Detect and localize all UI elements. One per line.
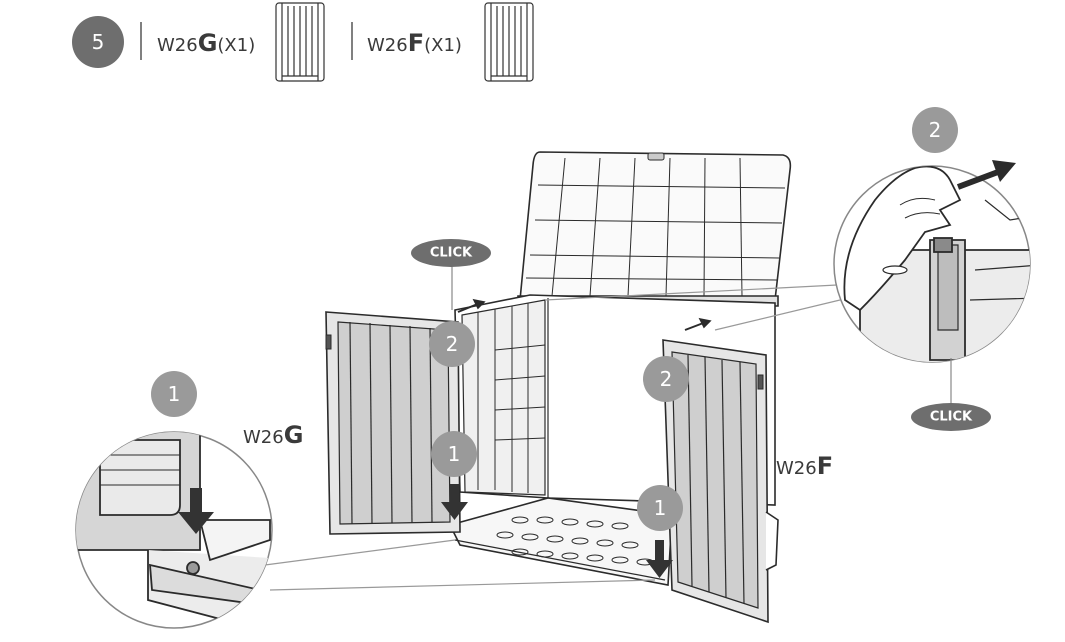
click-badge-right-label: CLICK bbox=[930, 410, 973, 425]
click-badge-left bbox=[411, 239, 491, 267]
badge-step2-zoom bbox=[912, 107, 958, 153]
badge-step1-zoom-label: 1 bbox=[168, 382, 181, 406]
step-badges: 1 2 2 1 2 1 bbox=[151, 107, 958, 531]
step-number: 5 bbox=[92, 30, 105, 54]
lid bbox=[517, 151, 792, 307]
detail-zoom-right bbox=[833, 160, 1031, 363]
step-number-badge bbox=[72, 16, 124, 68]
badge-step1-zoom bbox=[151, 371, 197, 417]
badge-step2-zoom-label: 2 bbox=[929, 118, 942, 142]
door-label-w26g: W26G bbox=[243, 421, 303, 449]
step-header: 5 W26G(X1) W26F(X1) bbox=[72, 2, 534, 82]
storage-shed-illustration bbox=[325, 151, 792, 624]
detail-zoom-left bbox=[75, 431, 273, 629]
badge-step2-left-door bbox=[429, 321, 475, 367]
badge-step1-left-door bbox=[431, 431, 477, 477]
part-g-thumbnail bbox=[275, 2, 325, 82]
door-label-w26f: W26F bbox=[776, 452, 833, 480]
zoom-connector-lines bbox=[264, 284, 841, 591]
badge-step1-right-door-label: 1 bbox=[654, 496, 667, 520]
badge-step1-left-door-label: 1 bbox=[448, 442, 461, 466]
part-g-label: W26G(X1) bbox=[157, 29, 255, 57]
part-f-thumbnail bbox=[484, 2, 534, 82]
click-badge-right bbox=[911, 403, 991, 431]
left-door-w26g bbox=[325, 311, 461, 535]
badge-step2-right-door bbox=[643, 356, 689, 402]
click-badge-left-label: CLICK bbox=[430, 246, 473, 261]
right-door-w26f bbox=[662, 339, 779, 624]
badge-step2-right-door-label: 2 bbox=[660, 367, 673, 391]
floor bbox=[448, 497, 673, 586]
part-f-label: W26F(X1) bbox=[367, 29, 462, 57]
badge-step1-right-door bbox=[637, 485, 683, 531]
badge-step2-left-door-label: 2 bbox=[446, 332, 459, 356]
click-callouts: CLICK CLICK bbox=[411, 239, 991, 431]
